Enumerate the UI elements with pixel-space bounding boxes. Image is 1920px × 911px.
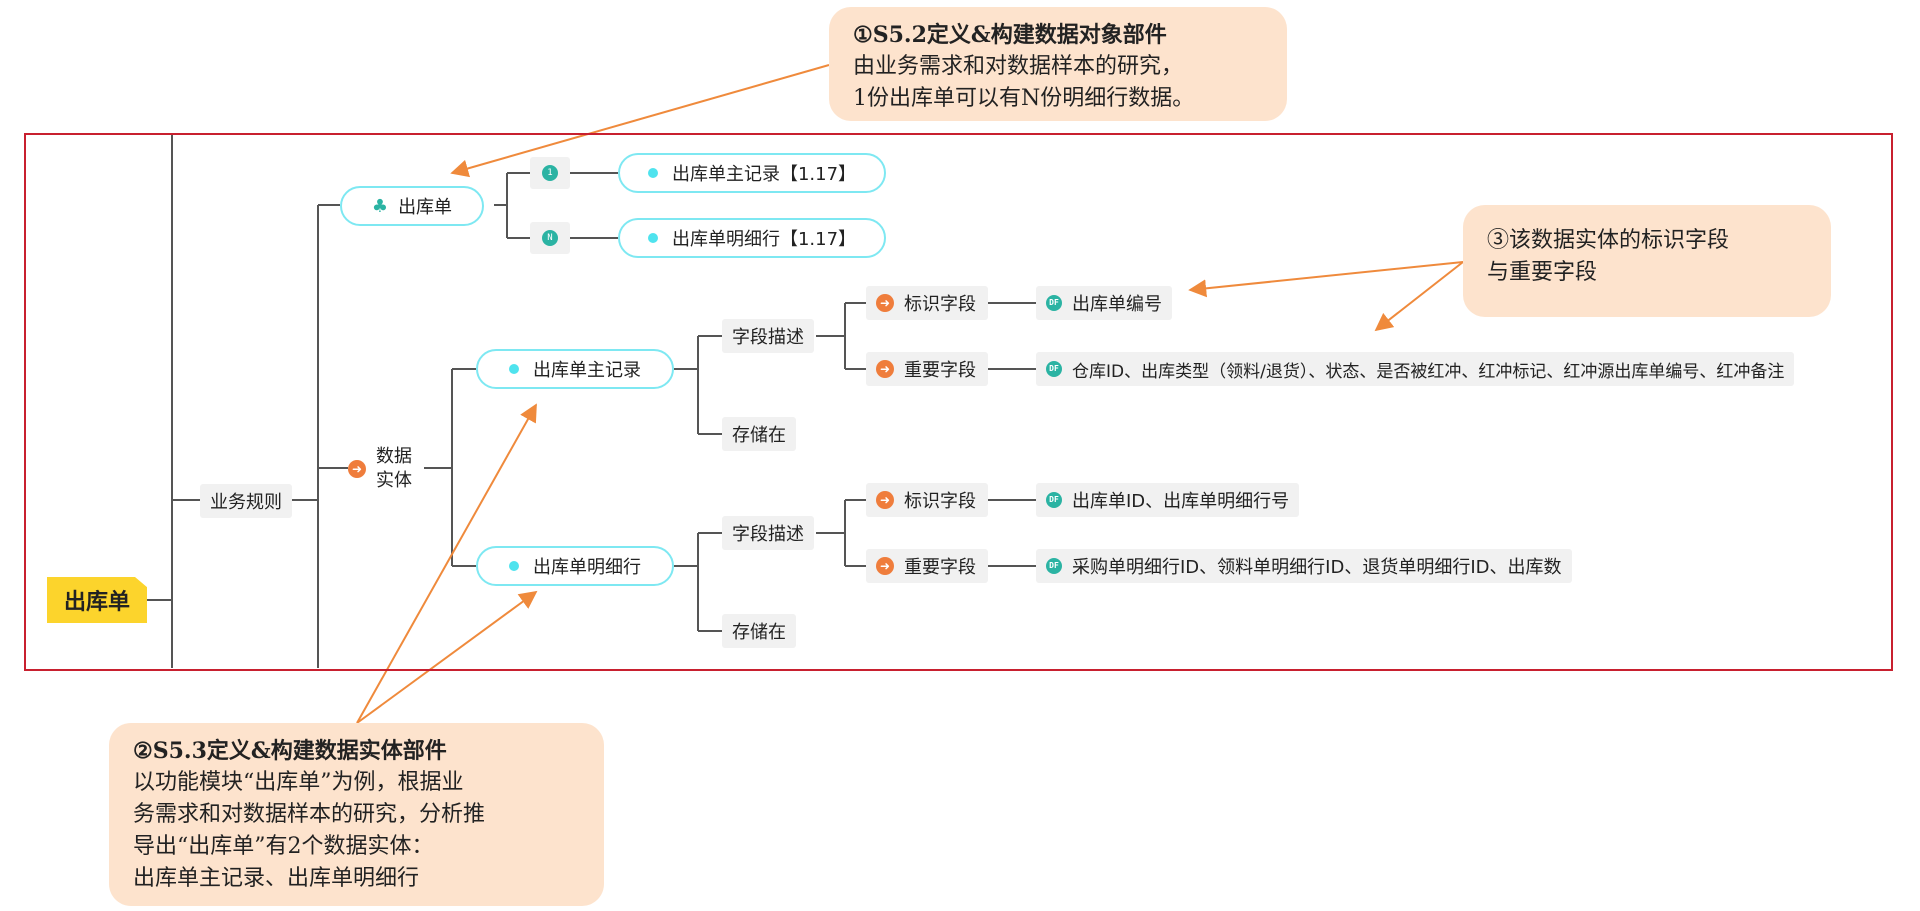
relation-label: 出库单明细行【1.17】 [671,229,857,250]
bullet-dot-icon [647,233,658,243]
arrow-right-icon: ➜ [876,557,894,575]
entity-group-label-2: 实体 [376,470,412,491]
cardinality-many-icon: N [542,230,558,246]
cardinality-one-icon: 1 [542,165,558,181]
key-field-node[interactable]: ➜ 重要字段 [866,352,988,386]
identifier-field-value[interactable]: DF 出库单编号 [1036,286,1172,320]
arrow-right-icon: ➜ [348,460,366,478]
callout-line: 务需求和对数据样本的研究，分析推 [133,802,486,827]
callout-line: 1份出库单可以有N份明细行数据。 [853,86,1195,111]
data-entity-group-node[interactable]: ➜ 数据 实体 [348,442,428,496]
relation-badge-many: N [530,222,570,254]
relation-badge-one: 1 [530,157,570,189]
entity-label: 出库单主记录 [533,360,641,381]
relation-node-detail[interactable]: 出库单明细行【1.17】 [618,218,886,258]
identifier-field-label: 标识字段 [904,294,976,315]
relation-node-master[interactable]: 出库单主记录【1.17】 [618,153,886,193]
callout-line: 与重要字段 [1487,260,1598,285]
key-field-node[interactable]: ➜ 重要字段 [866,549,988,583]
callout-line: 出库单主记录、出库单明细行 [133,866,420,891]
callout-title: ①S5.2定义&构建数据对象部件 [853,22,1167,48]
annotation-arrow [450,64,830,178]
bullet-dot-icon [647,168,658,178]
entity-label: 出库单明细行 [533,557,641,578]
field-description-label: 字段描述 [732,327,804,348]
identifier-field-node[interactable]: ➜ 标识字段 [866,286,988,320]
callout-data-entity: ②S5.3定义&构建数据实体部件 以功能模块“出库单”为例，根据业 务需求和对数… [109,723,604,906]
business-rule-node[interactable]: 业务规则 [200,484,292,518]
diagram-frame [24,133,1893,671]
entity-node-detail[interactable]: 出库单明细行 [476,546,674,586]
identifier-field-node[interactable]: ➜ 标识字段 [866,483,988,517]
data-field-icon: DF [1046,558,1062,574]
root-label: 出库单 [63,590,130,615]
root-node[interactable]: 出库单 [47,577,147,623]
callout-line: ③该数据实体的标识字段 [1487,228,1730,253]
callout-line: 导出“出库单”有2个数据实体： [133,834,434,859]
arrow-right-icon: ➜ [876,491,894,509]
data-field-icon: DF [1046,361,1062,377]
business-rule-label: 业务规则 [210,492,282,513]
field-description-node[interactable]: 字段描述 [722,319,814,353]
bullet-dot-icon [509,364,519,374]
data-object-node[interactable]: ♣ 出库单 [340,186,484,226]
data-object-label: 出库单 [398,197,453,218]
callout-title: ②S5.3定义&构建数据实体部件 [133,738,447,764]
entity-group-label-1: 数据 [376,446,412,467]
callout-fields: ③该数据实体的标识字段 与重要字段 [1463,205,1831,317]
annotation-arrow [1374,261,1464,332]
identifier-field-text: 出库单ID、出库单明细行号 [1072,491,1290,512]
field-description-label: 字段描述 [732,524,804,545]
field-description-node[interactable]: 字段描述 [722,516,814,550]
callout-line: 由业务需求和对数据样本的研究， [853,54,1184,79]
identifier-field-value[interactable]: DF 出库单ID、出库单明细行号 [1036,483,1300,517]
data-field-icon: DF [1046,492,1062,508]
storage-label: 存储在 [732,425,786,446]
bullet-dot-icon [509,561,519,571]
key-field-value[interactable]: DF 采购单明细行ID、领料单明细行ID、退货单明细行ID、出库数 [1036,549,1572,583]
key-field-text: 仓库ID、出库类型（领料/退货）、状态、是否被红冲、红冲标记、红冲源出库单编号、… [1072,361,1785,382]
relation-label: 出库单主记录【1.17】 [671,164,857,185]
cluster-icon: ♣ [371,195,389,217]
key-field-label: 重要字段 [904,360,976,381]
callout-line: 以功能模块“出库单”为例，根据业 [133,770,464,795]
key-field-label: 重要字段 [904,557,976,578]
key-field-value[interactable]: DF 仓库ID、出库类型（领料/退货）、状态、是否被红冲、红冲标记、红冲源出库单… [1036,352,1795,386]
key-field-text: 采购单明细行ID、领料单明细行ID、退货单明细行ID、出库数 [1072,557,1562,578]
storage-label: 存储在 [732,622,786,643]
data-field-icon: DF [1046,295,1062,311]
entity-node-master[interactable]: 出库单主记录 [476,349,674,389]
arrow-right-icon: ➜ [876,294,894,312]
storage-node[interactable]: 存储在 [722,614,796,648]
callout-data-object: ①S5.2定义&构建数据对象部件 由业务需求和对数据样本的研究， 1份出库单可以… [829,7,1287,121]
annotation-arrow [1188,261,1464,298]
arrow-right-icon: ➜ [876,360,894,378]
identifier-field-text: 出库单编号 [1072,294,1162,315]
storage-node[interactable]: 存储在 [722,417,796,451]
annotation-arrow [356,590,538,724]
identifier-field-label: 标识字段 [904,491,976,512]
